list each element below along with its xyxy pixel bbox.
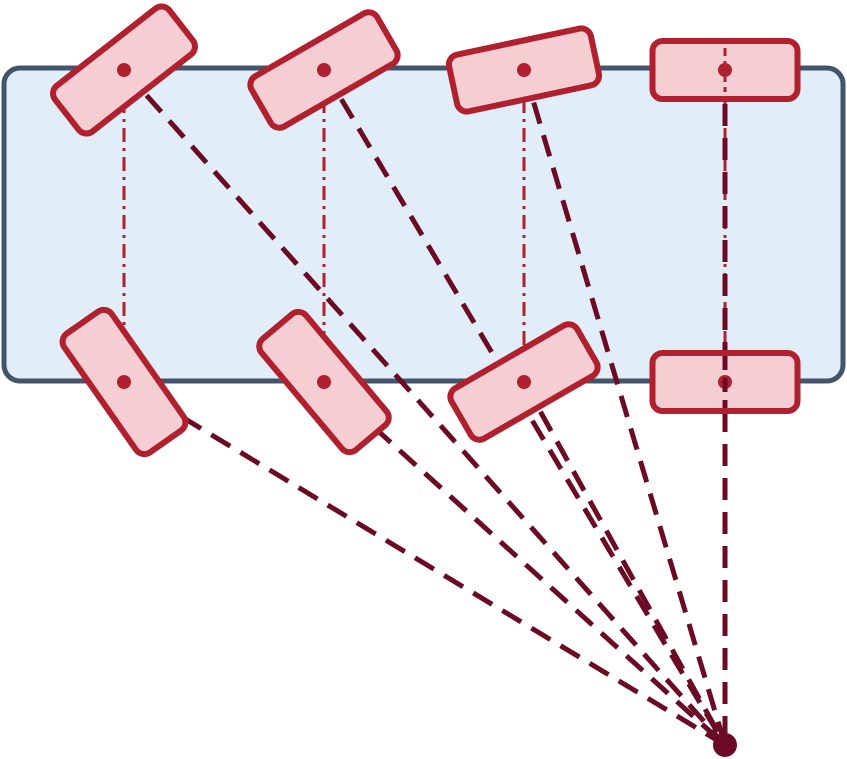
front-wheel-hub-1 <box>117 63 131 77</box>
front-wheel-hub-2 <box>317 63 331 77</box>
chassis-layer <box>1 65 846 384</box>
turning-center-point <box>713 733 737 757</box>
ray-rear-wheel-1 <box>122 379 727 748</box>
ray-front-wheel-3 <box>521 69 728 746</box>
ray-rear-wheel-2 <box>322 380 727 747</box>
vehicle-chassis <box>1 65 846 384</box>
front-wheel-hub-4 <box>718 63 732 77</box>
turning-center-layer <box>713 733 737 757</box>
rear-wheel-hub-1 <box>117 375 131 389</box>
ray-rear-wheel-3 <box>521 380 728 747</box>
rear-wheel-hub-2 <box>317 375 331 389</box>
ray-front-wheel-1 <box>122 68 727 747</box>
rear-wheel-hub-3 <box>517 375 531 389</box>
wheels-layer <box>50 3 801 458</box>
front-wheel-hub-3 <box>517 63 531 77</box>
